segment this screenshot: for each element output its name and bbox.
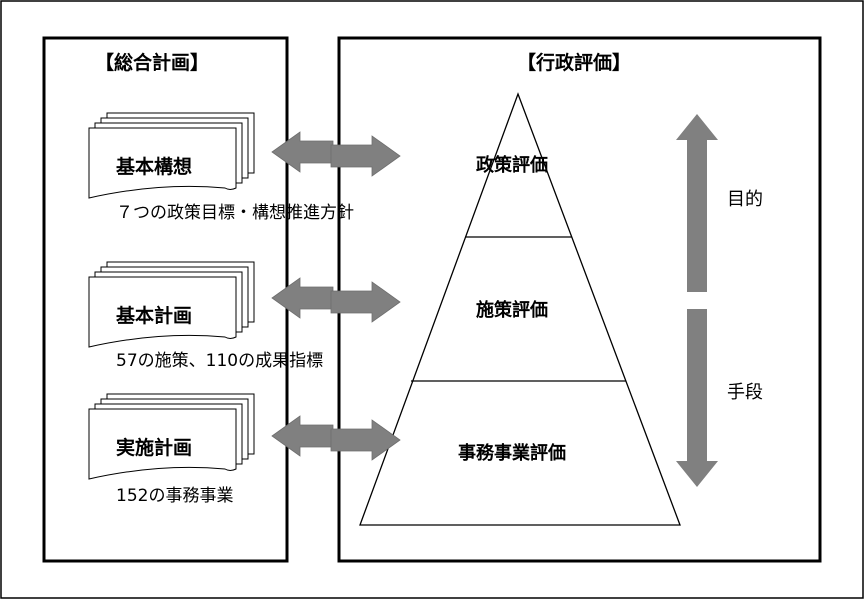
item-title-implementation-plan: 実施計画	[116, 437, 193, 459]
left-panel-title: 【総合計画】	[95, 52, 210, 74]
document-stack-icon	[88, 261, 255, 348]
up-arrow-label: 目的	[727, 189, 763, 210]
document-stack-icon	[88, 393, 255, 480]
right-panel-title: 【行政評価】	[517, 52, 632, 74]
down-arrow-label: 手段	[727, 382, 763, 403]
item-description-basic-concept: ７つの政策目標・構想推進方針	[116, 203, 354, 223]
pyramid	[359, 92, 681, 526]
double-headed-arrow-icon	[271, 131, 401, 177]
item-title-basic-plan: 基本計画	[116, 305, 193, 327]
document-stack-icon	[88, 112, 255, 199]
item-title-basic-concept: 基本構想	[116, 156, 193, 178]
tier-label-measure-evaluation: 施策評価	[476, 300, 548, 321]
double-headed-arrow-icon	[271, 415, 401, 461]
item-description-implementation-plan: 152の事務事業	[116, 486, 234, 506]
item-description-basic-plan: 57の施策、110の成果指標	[116, 351, 324, 371]
tier-label-project-evaluation: 事務事業評価	[458, 443, 566, 464]
tier-label-policy-evaluation: 政策評価	[476, 155, 548, 176]
double-headed-arrow-icon	[271, 277, 401, 323]
down-arrow-icon	[676, 309, 718, 487]
up-arrow-icon	[676, 114, 718, 292]
pyramid-outline	[359, 92, 681, 526]
